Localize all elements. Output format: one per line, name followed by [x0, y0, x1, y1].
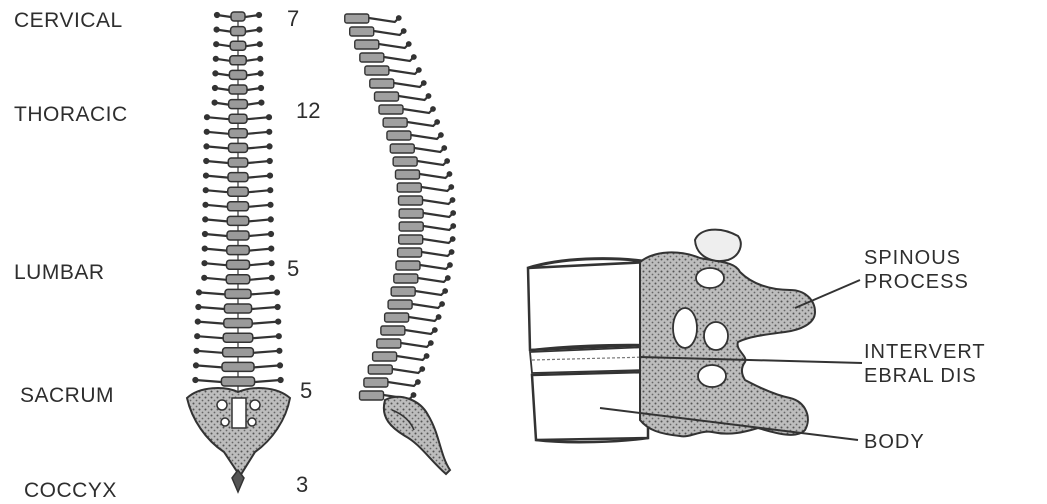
front-sacrum — [187, 388, 290, 492]
front-vertebra — [203, 202, 273, 217]
front-vertebra — [194, 348, 282, 363]
region-label-sacrum: SACRUM — [20, 385, 114, 406]
side-vertebra — [399, 196, 455, 205]
front-vertebra — [213, 56, 263, 71]
front-vertebra — [195, 333, 282, 348]
front-vertebra — [195, 319, 281, 334]
label-disc-line2: EBRAL DIS — [864, 364, 1029, 388]
side-vertebra — [365, 66, 421, 75]
front-vertebra — [203, 187, 273, 202]
region-label-cervical: CERVICAL — [14, 10, 123, 31]
side-vertebra — [396, 261, 452, 270]
region-label-coccyx: COCCYX — [24, 480, 117, 501]
label-disc-line1: INTERVERT — [864, 340, 1029, 364]
side-vertebra — [390, 144, 446, 153]
side-vertebra — [395, 170, 451, 179]
front-vertebra — [203, 216, 274, 231]
side-view-spine — [345, 14, 456, 400]
side-vertebra — [399, 235, 455, 244]
region-count-lumbar: 5 — [287, 258, 299, 280]
front-vertebra — [204, 114, 271, 129]
upper-vertebral-body — [528, 262, 650, 350]
front-vertebra — [204, 143, 272, 158]
vertebra-detail — [528, 230, 862, 443]
side-vertebra — [364, 378, 420, 387]
region-label-thoracic: THORACIC — [14, 104, 128, 125]
side-vertebra — [355, 40, 411, 49]
side-vertebra — [368, 365, 424, 374]
label-intervertebral-disc: INTERVERT EBRAL DIS — [864, 340, 1029, 388]
side-vertebra — [391, 287, 447, 296]
front-vertebra — [212, 100, 264, 115]
side-vertebra — [399, 222, 455, 231]
posterior-elements — [640, 252, 815, 436]
region-count-thoracic: 12 — [296, 100, 320, 122]
side-vertebra — [387, 131, 443, 140]
label-body: BODY — [864, 430, 984, 454]
front-vertebra — [202, 231, 273, 246]
front-vertebra — [204, 158, 273, 173]
front-vertebra — [214, 41, 263, 56]
side-vertebra — [385, 313, 441, 322]
side-vertebra — [393, 157, 449, 166]
side-vertebra — [373, 352, 429, 361]
lower-vertebral-body — [532, 372, 648, 440]
side-vertebra — [388, 300, 444, 309]
side-vertebra — [350, 27, 406, 36]
front-vertebra — [212, 85, 263, 100]
side-sacrum — [384, 397, 450, 474]
front-vertebra — [196, 289, 279, 304]
front-vertebra — [204, 129, 272, 144]
side-vertebra — [375, 92, 431, 101]
label-spinous-line1: SPINOUS — [864, 246, 1044, 270]
front-vertebra — [214, 12, 261, 27]
region-count-sacrum: 5 — [300, 380, 312, 402]
side-vertebra — [360, 53, 416, 62]
front-vertebra — [214, 27, 262, 42]
side-vertebra — [345, 14, 401, 23]
label-spinous-process: SPINOUS PROCESS — [864, 246, 1044, 294]
region-label-lumbar: LUMBAR — [14, 262, 105, 283]
side-vertebra — [377, 339, 433, 348]
front-vertebra — [202, 246, 274, 261]
front-vertebra — [202, 275, 275, 290]
side-vertebra — [370, 79, 426, 88]
side-vertebra — [379, 105, 435, 114]
region-count-coccyx: 3 — [296, 474, 308, 496]
side-vertebra — [398, 248, 454, 257]
front-view-spine — [193, 12, 283, 392]
side-vertebra — [399, 209, 455, 218]
front-vertebra — [193, 362, 282, 377]
side-vertebra — [381, 326, 437, 335]
label-spinous-line2: PROCESS — [864, 270, 1044, 294]
side-vertebra — [383, 118, 439, 127]
side-vertebra — [397, 183, 453, 192]
region-count-cervical: 7 — [287, 8, 299, 30]
side-vertebra — [394, 274, 450, 283]
front-vertebra — [213, 70, 263, 85]
front-vertebra — [202, 260, 274, 275]
front-vertebra — [196, 304, 280, 319]
front-vertebra — [203, 173, 272, 188]
